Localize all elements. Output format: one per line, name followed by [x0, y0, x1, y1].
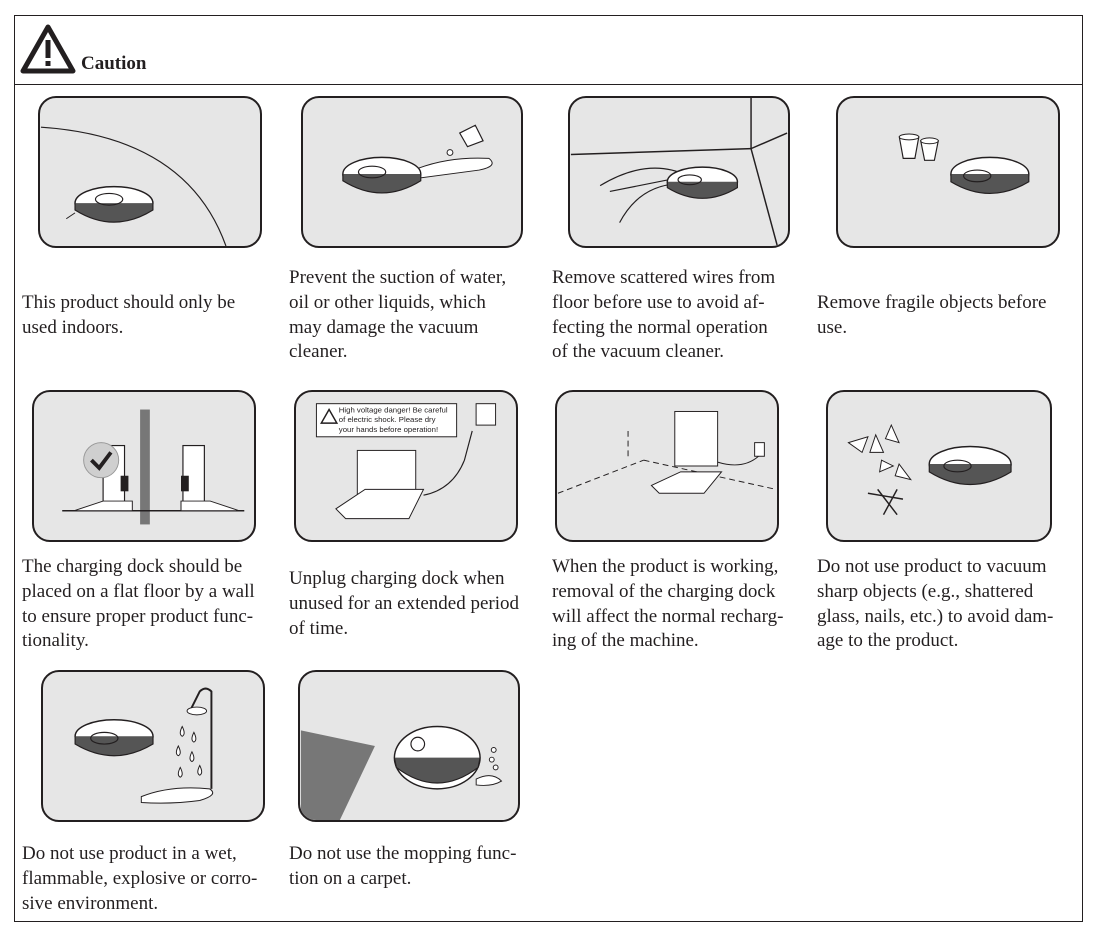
caption-wires: Remove scattered wires from floor before… — [552, 266, 775, 365]
caption-line: Unplug charging dock when — [289, 568, 505, 589]
warning-text-line-1: High voltage danger! Be careful — [339, 405, 448, 414]
warning-text-line-2: of electric shock. Please dry — [339, 415, 436, 424]
caption-line: cleaner. — [289, 341, 348, 363]
illustration-unplug: High voltage danger! Be careful of elect… — [294, 390, 518, 542]
caption-line: unused for an extended period — [289, 592, 520, 614]
caption-line: use. — [817, 316, 848, 338]
caption-line: flammable, explosive or corro- — [22, 867, 258, 889]
caption-line: The charging dock should be — [22, 556, 243, 577]
illustration-wet — [41, 670, 265, 822]
caption-indoors: This product should only be used indoors… — [22, 291, 235, 341]
header-divider — [14, 84, 1083, 85]
caption-line: used indoors. — [22, 316, 124, 338]
illustration-carpet — [298, 670, 520, 822]
warning-text-line-3: your hands before operation! — [339, 425, 438, 434]
caption-fragile: Remove fragile objects before use. — [817, 291, 1046, 341]
caption-line: oil or other liquids, which — [289, 291, 486, 313]
caption-line: Do not use the mopping func- — [289, 843, 517, 864]
caption-line: of the vacuum cleaner. — [552, 341, 724, 363]
illustration-dock-wall — [32, 390, 256, 542]
caption-unplug: Unplug charging dock when unused for an … — [289, 567, 519, 641]
caption-line: to ensure proper product func- — [22, 605, 254, 627]
caption-line: ing of the machine. — [552, 630, 699, 652]
caption-line: sharp objects (e.g., shattered — [817, 580, 1034, 602]
caption-line: When the product is working, — [552, 556, 779, 577]
caption-line: Do not use product in a wet, — [22, 843, 237, 864]
caption-liquids: Prevent the suction of water, oil or oth… — [289, 266, 506, 365]
caption-carpet: Do not use the mopping func- tion on a c… — [289, 842, 516, 892]
caption-dock-wall: The charging dock should be placed on a … — [22, 555, 255, 654]
caption-line: of time. — [289, 617, 349, 639]
illustration-indoors — [38, 96, 262, 248]
illustration-fragile — [836, 96, 1060, 248]
caption-line: age to the product. — [817, 630, 959, 652]
caution-title: Caution — [81, 53, 147, 74]
caption-wet: Do not use product in a wet, flammable, … — [22, 842, 257, 916]
caption-line: Remove fragile objects before — [817, 292, 1047, 313]
illustration-wires — [568, 96, 790, 248]
caption-line: Remove scattered wires from — [552, 267, 776, 288]
caption-dock-removal: When the product is working, removal of … — [552, 555, 783, 654]
caption-line: tion on a carpet. — [289, 867, 412, 889]
illustration-sharp — [826, 390, 1052, 542]
illustration-liquids — [301, 96, 523, 248]
caption-sharp: Do not use product to vacuum sharp objec… — [817, 555, 1053, 654]
caption-line: Prevent the suction of water, — [289, 267, 507, 288]
caption-line: This product should only be — [22, 292, 236, 313]
illustration-dock-removal — [555, 390, 779, 542]
caption-line: floor before use to avoid af- — [552, 291, 765, 313]
caption-line: will affect the normal recharg- — [552, 605, 784, 627]
caption-line: placed on a flat floor by a wall — [22, 580, 255, 602]
warning-triangle-icon — [20, 24, 76, 74]
caption-line: Do not use product to vacuum — [817, 556, 1047, 577]
caption-line: fecting the normal operation — [552, 316, 768, 338]
caption-line: sive environment. — [22, 892, 159, 914]
caption-line: may damage the vacuum — [289, 316, 479, 338]
caption-line: tionality. — [22, 630, 89, 652]
caution-frame — [14, 15, 1083, 922]
caption-line: glass, nails, etc.) to avoid dam- — [817, 605, 1054, 627]
caption-line: removal of the charging dock — [552, 580, 776, 602]
